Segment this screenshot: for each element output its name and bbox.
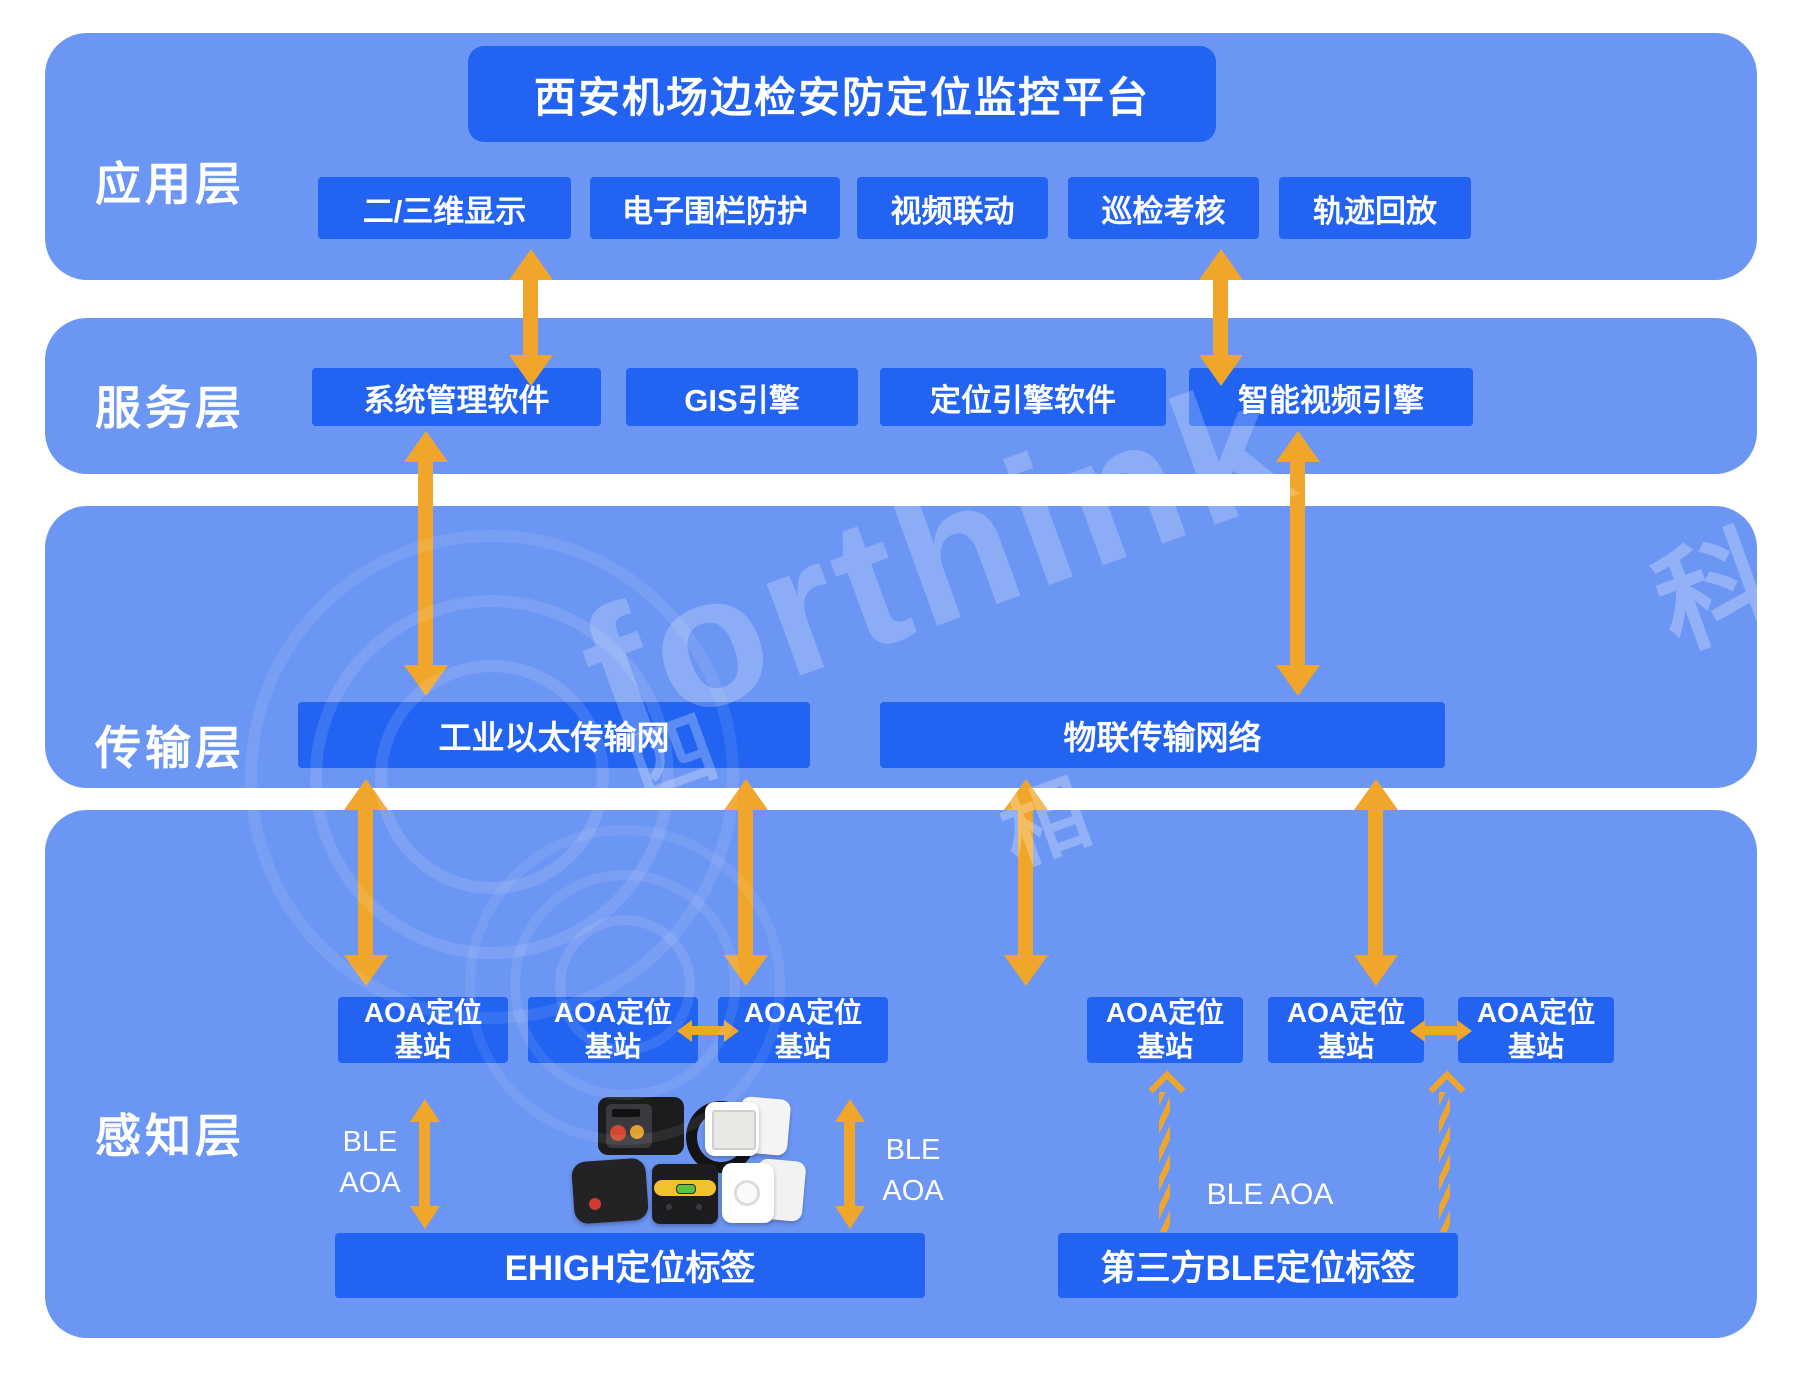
card-tag-image <box>722 1158 810 1224</box>
ble-aoa-line2: AOA <box>882 1175 944 1207</box>
box-track-playback: 轨迹回放 <box>1279 177 1471 239</box>
application-layer-label: 应用层 <box>95 158 245 210</box>
dashed-arrow-left <box>1159 1092 1170 1232</box>
ble-aoa-label-left: BLE AOA <box>330 1122 410 1204</box>
yellow-stripe-tag-image <box>652 1164 722 1226</box>
arrow-app-service-left <box>523 280 538 355</box>
box-electronic-fence: 电子围栏防护 <box>590 177 840 239</box>
arrow-app-service-right <box>1213 280 1228 355</box>
aoa-station-line2: 基站 <box>1136 1031 1193 1062</box>
ble-aoa-line1: BLE <box>342 1126 398 1158</box>
aoa-station-line2: 基站 <box>1317 1031 1374 1062</box>
third-party-tag-bar: 第三方BLE定位标签 <box>1058 1233 1458 1298</box>
arrow-transport-perception-2 <box>738 810 753 955</box>
aoa-station-line2: 基站 <box>394 1031 451 1062</box>
ble-aoa-label-center: BLE AOA <box>1206 1178 1334 1211</box>
alarm-badge-tag-image <box>570 1157 653 1225</box>
aoa-station-line2: 基站 <box>584 1031 641 1062</box>
box-video-linkage: 视频联动 <box>857 177 1048 239</box>
aoa-station-box: AOA定位 基站 <box>1087 997 1243 1063</box>
aoa-station-line1: AOA定位 <box>363 997 483 1028</box>
arrow-transport-perception-4 <box>1368 810 1383 955</box>
ble-aoa-line2: AOA <box>339 1167 401 1199</box>
aoa-station-box: AOA定位 基站 <box>718 997 888 1063</box>
aoa-station-line1: AOA定位 <box>553 997 673 1028</box>
perception-layer-label: 感知层 <box>95 1110 245 1162</box>
arrow-ble-right <box>844 1122 855 1206</box>
box-2d-3d-display: 二/三维显示 <box>318 177 571 239</box>
aoa-station-box: AOA定位 基站 <box>1458 997 1614 1063</box>
box-system-management: 系统管理软件 <box>312 368 601 426</box>
arrow-stations-left-link <box>692 1026 724 1035</box>
box-gis-engine: GIS引擎 <box>626 368 858 426</box>
aoa-station-line1: AOA定位 <box>1105 997 1225 1028</box>
platform-title: 西安机场边检安防定位监控平台 <box>468 46 1216 142</box>
aoa-station-box: AOA定位 基站 <box>338 997 508 1063</box>
arrow-service-transport-left <box>418 462 433 665</box>
box-industrial-ethernet: 工业以太传输网 <box>298 702 810 768</box>
aoa-station-line2: 基站 <box>1507 1031 1564 1062</box>
aoa-station-line1: AOA定位 <box>1476 997 1596 1028</box>
service-layer-label: 服务层 <box>95 382 245 434</box>
aoa-station-line2: 基站 <box>774 1031 831 1062</box>
arrow-service-transport-right <box>1290 462 1305 665</box>
box-positioning-engine: 定位引擎软件 <box>880 368 1166 426</box>
aoa-station-box: AOA定位 基站 <box>528 997 698 1063</box>
transport-layer-label: 传输层 <box>95 722 245 774</box>
smartwatch-tag-image <box>598 1095 758 1173</box>
ehigh-tag-bar: EHIGH定位标签 <box>335 1233 925 1298</box>
aoa-station-box: AOA定位 基站 <box>1268 997 1424 1063</box>
box-iot-network: 物联传输网络 <box>880 702 1445 768</box>
box-patrol-assessment: 巡检考核 <box>1068 177 1259 239</box>
arrow-stations-right-link <box>1425 1026 1457 1035</box>
arrow-transport-perception-1 <box>358 810 373 955</box>
dashed-arrow-right <box>1439 1092 1450 1232</box>
eink-badge-tag-image <box>705 1095 795 1158</box>
arrow-transport-perception-3 <box>1018 810 1033 955</box>
ble-aoa-line1: BLE <box>885 1134 941 1166</box>
aoa-station-line1: AOA定位 <box>743 997 863 1028</box>
ble-aoa-label-right: BLE AOA <box>868 1130 958 1212</box>
arrow-ble-left <box>419 1122 430 1206</box>
aoa-station-line1: AOA定位 <box>1286 997 1406 1028</box>
